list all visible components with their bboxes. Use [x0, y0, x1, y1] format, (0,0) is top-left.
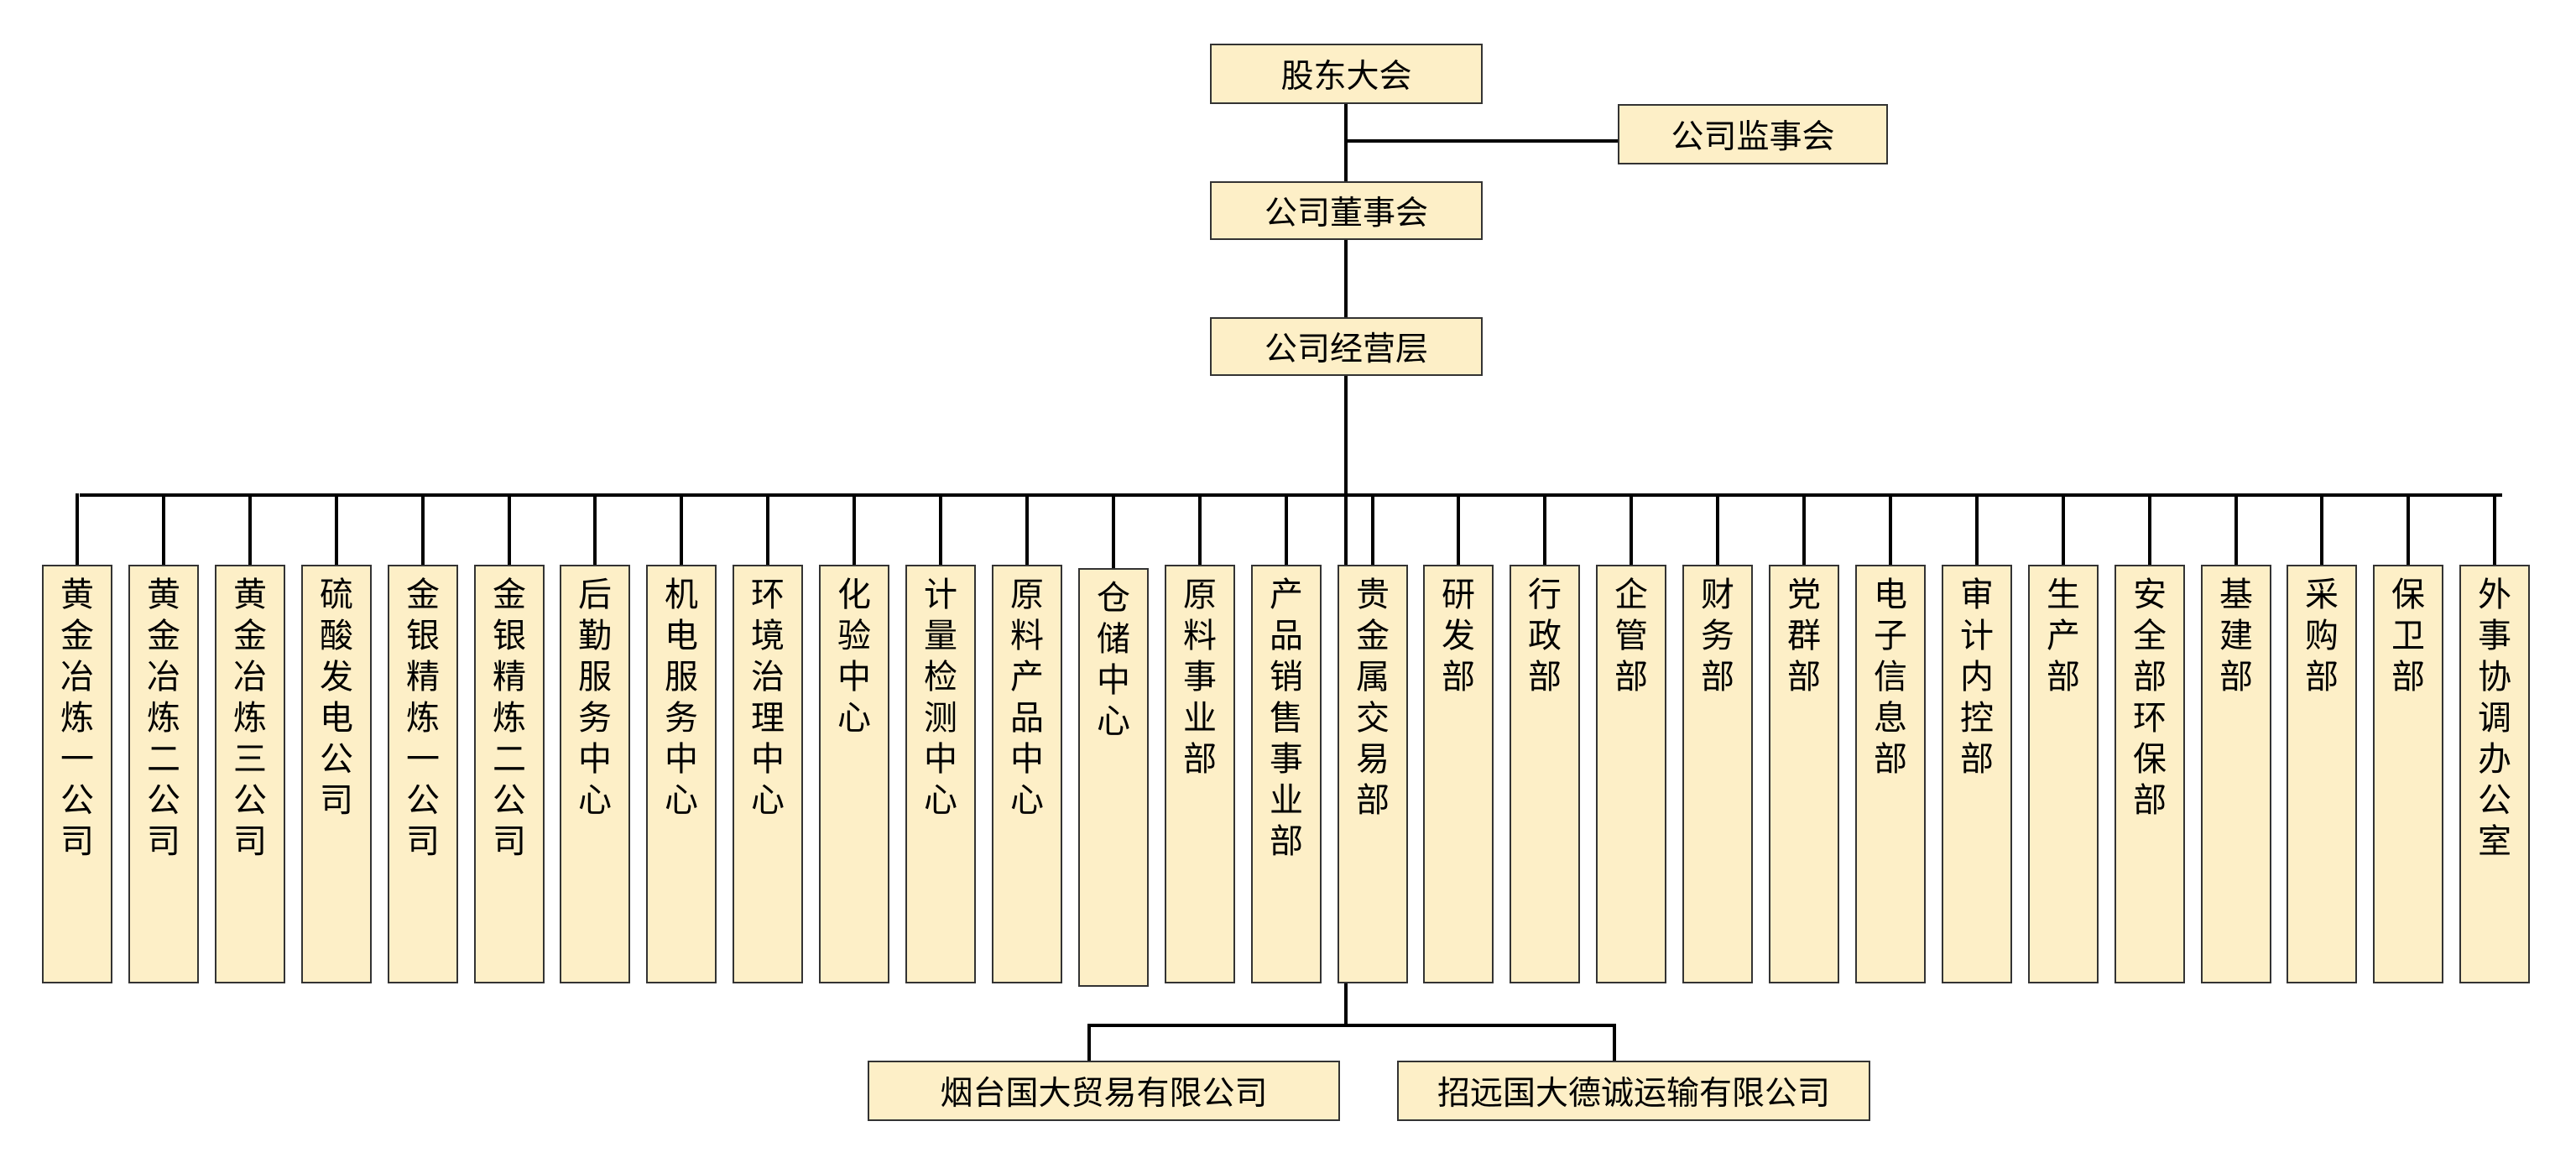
department-box: 化验中心 [819, 565, 889, 983]
department-label: 计量检测中心 [924, 576, 957, 820]
subsidiary-label: 招远国大德诚运输有限公司 [1437, 1075, 1830, 1113]
department-label: 后勤服务中心 [578, 576, 612, 820]
department-label: 财务部 [1701, 576, 1734, 696]
shareholders-meeting-label: 股东大会 [1280, 58, 1412, 96]
department-box: 原料产品中心 [992, 565, 1062, 983]
department-label: 黄金冶炼三公司 [233, 576, 267, 861]
department-box: 采购部 [2287, 565, 2357, 983]
department-label: 党群部 [1787, 576, 1821, 696]
subsidiary-label: 烟台国大贸易有限公司 [940, 1075, 1268, 1113]
department-label: 采购部 [2305, 576, 2339, 696]
department-label: 机电服务中心 [665, 576, 698, 820]
department-box: 黄金冶炼三公司 [215, 565, 285, 983]
department-box: 产品销售事业部 [1251, 565, 1322, 983]
department-box: 企管部 [1596, 565, 1666, 983]
subsidiary-box: 招远国大德诚运输有限公司 [1397, 1061, 1870, 1121]
shareholders-meeting-box: 股东大会 [1210, 44, 1483, 104]
department-box: 计量检测中心 [905, 565, 976, 983]
department-label: 基建部 [2219, 576, 2253, 696]
department-label: 保卫部 [2391, 576, 2425, 696]
department-box: 原料事业部 [1165, 565, 1235, 983]
department-box: 环境治理中心 [733, 565, 803, 983]
department-label: 原料产品中心 [1010, 576, 1044, 820]
management-label: 公司经营层 [1264, 331, 1428, 368]
department-label: 外事协调办公室 [2478, 576, 2511, 861]
department-box: 党群部 [1769, 565, 1839, 983]
department-label: 硫酸发电公司 [320, 576, 353, 820]
department-label: 安全部环保部 [2133, 576, 2167, 820]
department-box: 后勤服务中心 [560, 565, 630, 983]
board-of-supervisors-box: 公司监事会 [1618, 104, 1888, 164]
board-of-supervisors-label: 公司监事会 [1671, 118, 1835, 156]
department-box: 黄金冶炼二公司 [128, 565, 199, 983]
department-box: 机电服务中心 [646, 565, 717, 983]
department-label: 黄金冶炼一公司 [60, 576, 94, 861]
department-box: 金银精炼一公司 [388, 565, 458, 983]
department-box: 硫酸发电公司 [301, 565, 372, 983]
department-box: 保卫部 [2373, 565, 2443, 983]
management-box: 公司经营层 [1210, 317, 1483, 376]
department-box: 研发部 [1423, 565, 1494, 983]
department-drop-lines [76, 493, 2496, 570]
department-label: 仓储中心 [1097, 579, 1130, 741]
department-box: 安全部环保部 [2115, 565, 2185, 983]
department-box: 生产部 [2028, 565, 2099, 983]
department-box: 仓储中心 [1078, 568, 1149, 987]
department-label: 审计内控部 [1960, 576, 1994, 779]
department-box: 黄金冶炼一公司 [42, 565, 112, 983]
department-label: 原料事业部 [1183, 576, 1217, 779]
department-box: 贵金属交易部 [1338, 565, 1408, 983]
department-label: 生产部 [2047, 576, 2080, 696]
department-label: 企管部 [1614, 576, 1648, 696]
department-label: 金银精炼一公司 [406, 576, 440, 861]
department-box: 审计内控部 [1942, 565, 2012, 983]
department-label: 环境治理中心 [751, 576, 785, 820]
department-box: 外事协调办公室 [2459, 565, 2530, 983]
department-label: 研发部 [1442, 576, 1475, 696]
department-label: 行政部 [1528, 576, 1562, 696]
department-label: 金银精炼二公司 [493, 576, 526, 861]
department-label: 化验中心 [837, 576, 871, 738]
department-label: 产品销售事业部 [1270, 576, 1303, 861]
department-box: 电子信息部 [1855, 565, 1926, 983]
department-label: 电子信息部 [1874, 576, 1907, 779]
department-label: 黄金冶炼二公司 [147, 576, 180, 861]
department-label: 贵金属交易部 [1356, 576, 1390, 820]
department-box: 财务部 [1682, 565, 1753, 983]
department-box: 金银精炼二公司 [474, 565, 545, 983]
subsidiary-box: 烟台国大贸易有限公司 [868, 1061, 1340, 1121]
department-box: 行政部 [1510, 565, 1580, 983]
board-of-directors-label: 公司董事会 [1264, 195, 1428, 232]
department-box: 基建部 [2201, 565, 2271, 983]
board-of-directors-box: 公司董事会 [1210, 181, 1483, 240]
